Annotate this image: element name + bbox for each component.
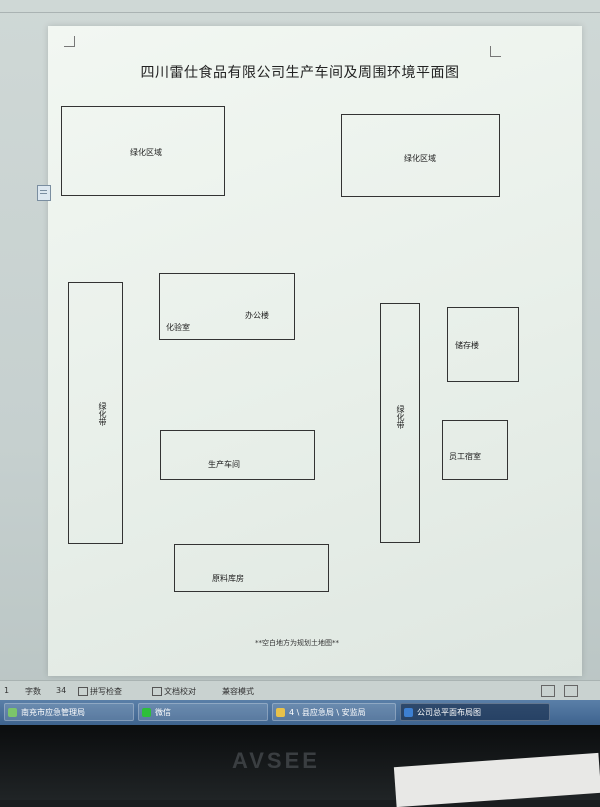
area-label: 员工宿室 <box>449 452 481 461</box>
margin-corner <box>64 36 75 47</box>
area-workshop <box>160 430 315 480</box>
area-label: 生产车间 <box>208 460 240 469</box>
taskbar-label: 公司总平面布局图 <box>417 708 481 717</box>
area-staff-room <box>442 420 508 480</box>
taskbar-item[interactable]: 4 \ 县应急局 \ 安监局 <box>272 703 396 721</box>
status-bar: 1 字数 34 拼写检查 文档校对 兼容模式 <box>0 680 600 701</box>
area-green-top-right <box>341 114 500 197</box>
area-label: 储存楼 <box>455 341 479 350</box>
area-label: 办公楼 <box>245 311 269 320</box>
checkbox-icon <box>78 687 88 696</box>
document-icon[interactable] <box>37 185 51 201</box>
map-note: **空白地方为规划土地图** <box>255 639 339 647</box>
area-label: 绿化区域 <box>130 148 162 157</box>
word-count: 34 <box>56 686 67 695</box>
taskbar-item[interactable]: 公司总平面布局图 <box>400 703 550 721</box>
taskbar-item[interactable]: 微信 <box>138 703 268 721</box>
area-label: 绿化区域 <box>404 154 436 163</box>
monitor-brand: AVSEE <box>232 748 320 773</box>
app-icon <box>8 708 17 717</box>
folder-icon <box>276 708 285 717</box>
area-green-right <box>380 303 420 543</box>
area-green-left <box>68 282 123 544</box>
area-raw-material <box>174 544 329 592</box>
document-page[interactable] <box>48 26 582 676</box>
page-number: 1 <box>4 686 10 695</box>
area-green-top-left <box>61 106 225 196</box>
spell-check-label: 拼写检查 <box>90 687 122 696</box>
area-office <box>159 273 295 340</box>
taskbar: 南充市应急管理局 微信 4 \ 县应急局 \ 安监局 公司总平面布局图 <box>0 700 600 725</box>
page-view-icon[interactable] <box>541 685 555 697</box>
taskbar-label: 微信 <box>155 708 171 717</box>
area-label: 化验室 <box>166 323 190 332</box>
spell-check-button[interactable]: 拼写检查 <box>78 686 122 697</box>
page-title: 四川雷仕食品有限公司生产车间及周围环境平面图 <box>140 65 460 81</box>
document-icon <box>404 708 413 717</box>
wechat-icon <box>142 708 151 717</box>
taskbar-item[interactable]: 南充市应急管理局 <box>4 703 134 721</box>
web-view-icon[interactable] <box>564 685 578 697</box>
area-label: 绿化带 <box>98 402 107 426</box>
area-warehouse <box>447 307 519 382</box>
compat-mode: 兼容模式 <box>222 687 254 696</box>
area-label: 绿化带 <box>396 405 405 429</box>
checkbox-icon <box>152 687 162 696</box>
area-label: 原料库房 <box>212 574 244 583</box>
ruler <box>0 12 600 13</box>
taskbar-label: 4 \ 县应急局 \ 安监局 <box>289 708 366 717</box>
taskbar-label: 南充市应急管理局 <box>21 708 85 717</box>
margin-corner <box>490 46 501 57</box>
doc-proof-label: 文档校对 <box>164 687 196 696</box>
screen: 四川雷仕食品有限公司生产车间及周围环境平面图 绿化区域 绿化区域 办公楼 化验室… <box>0 0 600 735</box>
word-count-label: 字数 <box>25 687 41 696</box>
doc-proof-button[interactable]: 文档校对 <box>152 686 196 697</box>
